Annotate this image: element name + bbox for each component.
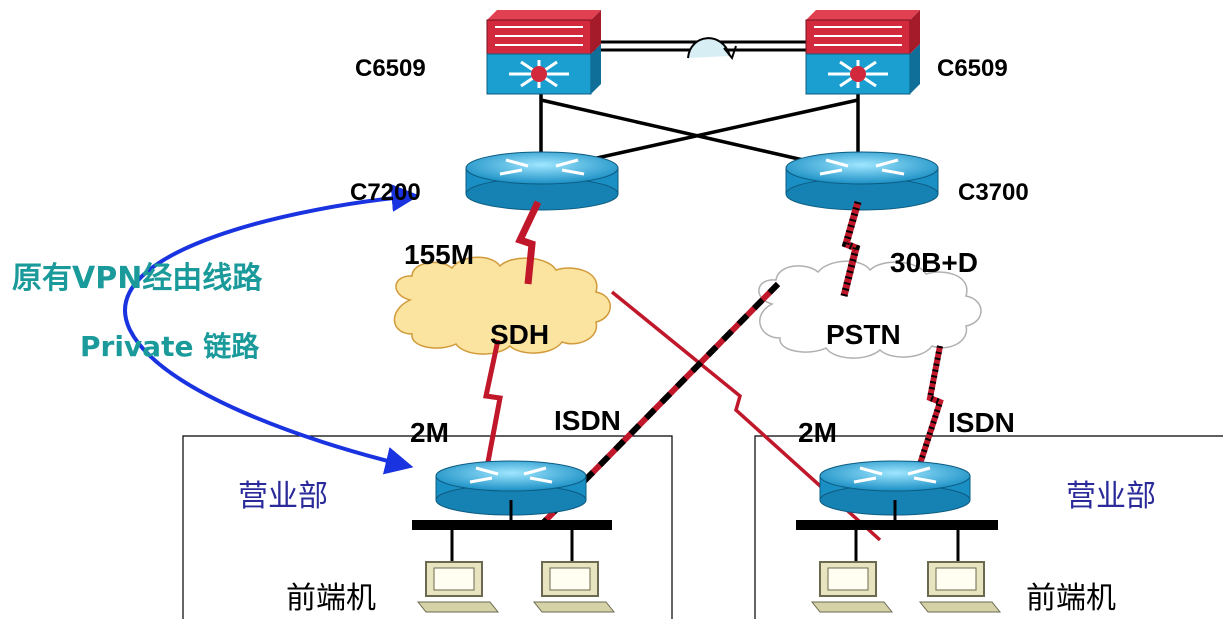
vpn-path-arrow <box>123 184 420 475</box>
isdn-line-uplink <box>840 201 862 297</box>
sdh-cloud <box>393 256 611 355</box>
core-left-label: C6509 <box>355 55 426 82</box>
router-icon <box>785 151 939 211</box>
switch-icon <box>486 10 601 95</box>
branch-right-leased-label: 2M <box>798 417 837 448</box>
pc-icon <box>532 561 616 613</box>
pc-left-label: 前端机 <box>286 581 376 616</box>
pc-icon <box>810 561 894 613</box>
lan-bus-left <box>412 500 612 562</box>
core-right-label: C6509 <box>937 55 1008 82</box>
router-left-label: C7200 <box>350 179 421 206</box>
pc-icon <box>918 561 1002 613</box>
branch-left-leased-label: 2M <box>410 417 449 448</box>
pc-icon <box>416 561 500 613</box>
branch-left-title: 营业部 <box>238 479 328 514</box>
lan-bus-right <box>796 500 998 562</box>
sdh-label: SDH <box>490 319 549 350</box>
core-router-links <box>539 92 860 170</box>
uplink-right-label: 30B+D <box>890 247 978 278</box>
leased-line-2m-left <box>482 339 503 463</box>
leased-line-2m-right <box>610 290 882 542</box>
router-icon <box>435 460 587 516</box>
core-trunk <box>590 37 810 61</box>
branch-right-isdn-label: ISDN <box>948 407 1015 438</box>
annotation-line2: Private 链路 <box>80 330 260 363</box>
uplink-left-label: 155M <box>404 239 474 270</box>
pstn-cloud <box>758 260 982 359</box>
router-icon <box>465 151 619 211</box>
switch-icon <box>805 10 920 95</box>
branch-left-isdn-label: ISDN <box>554 405 621 436</box>
branch-box-left <box>182 435 673 619</box>
annotation-line1: 原有VPN经由线路 <box>12 261 263 296</box>
branch-right-title: 营业部 <box>1066 479 1156 514</box>
pc-right-label: 前端机 <box>1026 581 1116 616</box>
leased-line-155m <box>515 200 542 285</box>
isdn-line-right <box>917 345 944 465</box>
router-right-label: C3700 <box>958 179 1029 206</box>
pstn-label: PSTN <box>826 319 901 350</box>
branch-box-right <box>754 435 1223 619</box>
